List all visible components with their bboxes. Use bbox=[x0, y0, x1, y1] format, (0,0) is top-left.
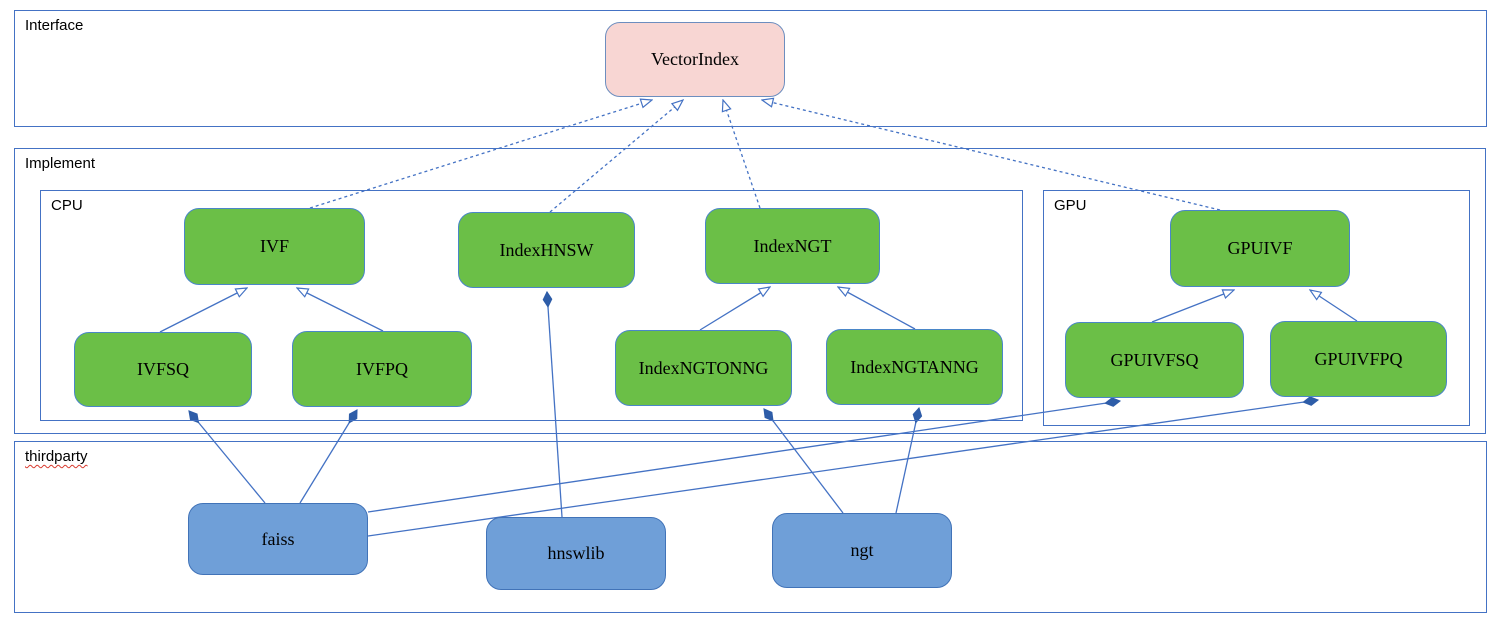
edge-ivfpq-ivf bbox=[297, 288, 384, 332]
edge-faiss-ivfsq bbox=[188, 410, 266, 504]
node-gpuivf: GPUIVF bbox=[1170, 210, 1350, 287]
edge-faiss-gpuivfsq bbox=[367, 397, 1122, 513]
node-hnswlib: hnswlib bbox=[486, 517, 666, 590]
node-ivf: IVF bbox=[184, 208, 365, 285]
node-indexhnsw: IndexHNSW bbox=[458, 212, 635, 288]
container-cpu-label: CPU bbox=[51, 197, 83, 214]
edge-gpuivfpq-gpuivf bbox=[1310, 290, 1358, 322]
edge-indexngtanng-indexngt bbox=[838, 287, 916, 330]
container-cpu: CPU bbox=[40, 190, 1023, 421]
edge-hnswlib-indexhnsw bbox=[542, 290, 563, 518]
container-interface: Interface bbox=[14, 10, 1487, 127]
container-gpu: GPU bbox=[1043, 190, 1470, 426]
edge-ngt-indexngtanng bbox=[895, 406, 923, 514]
container-thirdparty-label: thirdparty bbox=[25, 448, 88, 465]
edge-faiss-ivfpq bbox=[299, 409, 358, 504]
node-gpuivfpq: GPUIVFPQ bbox=[1270, 321, 1447, 397]
edge-gpuivf-vectorindex bbox=[762, 100, 1221, 211]
node-indexngtanng: IndexNGTANNG bbox=[826, 329, 1003, 405]
node-faiss: faiss bbox=[188, 503, 368, 575]
node-vectorindex: VectorIndex bbox=[605, 22, 785, 97]
node-ngt: ngt bbox=[772, 513, 952, 588]
edge-ngt-indexngtonng bbox=[763, 408, 844, 514]
node-ivfpq: IVFPQ bbox=[292, 331, 472, 407]
node-indexngt: IndexNGT bbox=[705, 208, 880, 284]
node-gpuivfsq: GPUIVFSQ bbox=[1065, 322, 1244, 398]
edge-indexhnsw-vectorindex bbox=[549, 100, 683, 213]
edge-ivfsq-ivf bbox=[159, 288, 247, 333]
container-implement-label: Implement bbox=[25, 155, 96, 172]
node-ivfsq: IVFSQ bbox=[74, 332, 252, 407]
container-thirdparty: thirdparty bbox=[14, 441, 1487, 613]
edge-gpuivfsq-gpuivf bbox=[1151, 290, 1234, 323]
edge-faiss-gpuivfpq bbox=[367, 396, 1320, 537]
edge-indexngtonng-indexngt bbox=[699, 287, 770, 331]
node-indexngtonng: IndexNGTONNG bbox=[615, 330, 792, 406]
container-implement: Implement bbox=[14, 148, 1486, 434]
container-interface-label: Interface bbox=[25, 17, 84, 34]
container-gpu-label: GPU bbox=[1054, 197, 1087, 214]
